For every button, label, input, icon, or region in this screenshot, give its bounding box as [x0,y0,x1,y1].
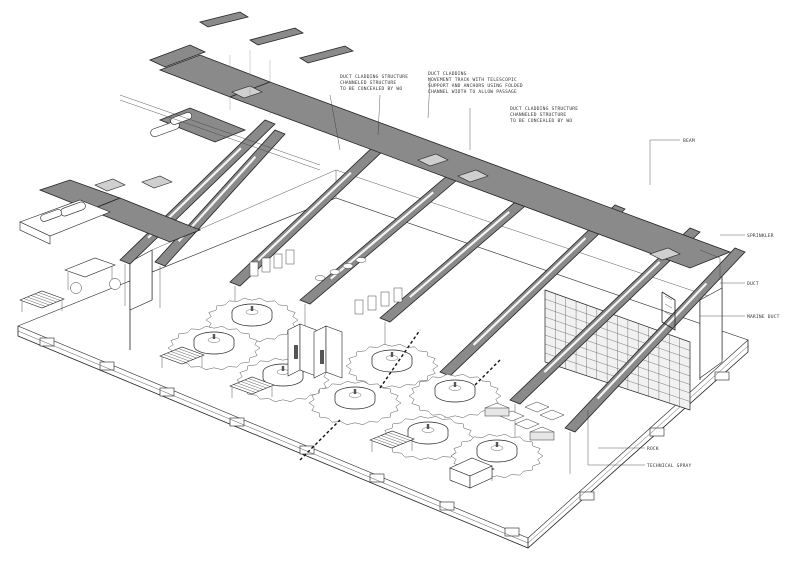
bench-slat [388,432,411,441]
note-left-2: CHANNELED STRUCTURE [340,80,396,86]
beam-slot [257,171,352,262]
top-beam-cap [249,27,304,46]
table-edge [371,358,413,373]
bench-slat [34,293,57,303]
table-edge [407,430,449,445]
left-front-table [64,257,121,294]
leader-lines [329,79,745,466]
table-edge [193,340,235,355]
bench-slat [170,351,194,360]
bench-slat [38,292,61,301]
bench-slat [248,378,271,387]
callout-duct: DUCT [747,281,759,287]
bench-slat [384,433,407,443]
callout-rock: ROCK [647,446,659,452]
pergola-beams [119,11,746,474]
top-beam-cap [299,45,354,64]
bench-slat [178,348,201,357]
bench-slat [174,349,197,359]
right-duct [661,249,721,331]
table-edge [434,388,476,403]
note-center-4: CHANNEL WIDTH TO ALLOW PASSAGE [428,89,517,95]
top-beam-cap [198,11,250,28]
note-center-1: DUCT CLADDING [428,71,467,77]
table-lamp [453,382,457,387]
sprinkler-boxes [94,85,681,261]
note-left-3: TO BE CONCEALED BY WO [340,86,402,92]
storage-cubes [484,401,565,441]
bench-slat [240,381,264,390]
beam-slot [409,211,510,298]
note-left-1: DUCT CLADDING STRUCTURE [340,74,408,80]
callout-sprinkler: SPRINKLER [747,233,774,239]
callout-technical-spray: TECHNICAL SPRAY [647,463,692,469]
bench-slat [30,295,54,304]
beam-slot [472,237,587,346]
grid-horizontal [544,298,691,351]
note-right-2: CHANNELED STRUCTURE [510,112,566,118]
bench-slat [377,436,400,446]
table-lamp [212,334,216,339]
grid-horizontal [544,325,691,377]
bench-slat [233,384,256,393]
table-lamp [281,366,285,371]
table-edge [476,448,518,463]
bench-slat [373,438,396,447]
dashed-tracks [299,329,501,461]
callout-marine-duct: MARINE DUCT [747,314,780,320]
table-edge [334,395,376,410]
table-lamp [426,424,430,429]
note-center-2: MOVEMENT TRACK WITH TELESCOPIC [428,77,517,83]
table-lamp [390,352,394,357]
annotations: DUCT CLADDING STRUCTURE CHANNELED STRUCT… [340,71,780,469]
front-box [449,457,493,489]
back-walls [129,169,723,380]
beam-slot [596,282,708,400]
bench-slat [163,354,186,363]
table-edge [262,372,304,387]
central-booths [249,249,403,379]
note-right-1: DUCT CLADDING STRUCTURE [510,106,578,112]
table-lamp [250,306,254,311]
grid-horizontal [544,316,691,368]
bench-slat [237,382,260,392]
beam-slot [543,261,661,373]
left-machinery [19,50,321,245]
bench-slat [23,298,46,307]
bench-slat [167,352,190,362]
table-edge [231,312,273,327]
bench-slat [27,296,50,306]
bench-slat [380,435,404,444]
callout-beam: BEAM [683,138,695,144]
grid-horizontal [544,307,691,360]
note-right-3: TO BE CONCEALED BY WO [510,118,572,124]
table-lamp [353,389,357,394]
bench-slat [244,379,267,389]
table-lamp [495,442,499,447]
note-center-3: SUPPORT AND ANCHORS USING FOLDED [428,83,523,89]
